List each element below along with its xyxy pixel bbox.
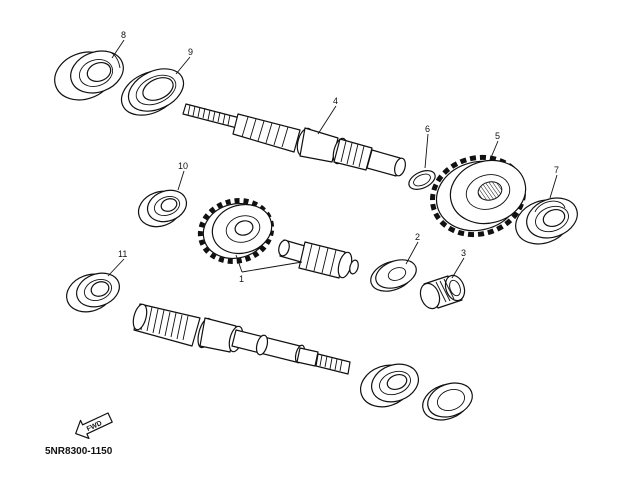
- callout-label-11: 11: [118, 249, 127, 259]
- callout-3: 3: [451, 248, 466, 279]
- drive-axle[interactable]: [131, 303, 351, 375]
- main-axle-4[interactable]: [182, 103, 407, 177]
- oil-seal-lower[interactable]: [418, 377, 477, 426]
- callout-label-6: 6: [425, 124, 430, 134]
- needle-bearing-3[interactable]: [417, 273, 468, 312]
- callout-1: 1: [235, 254, 303, 284]
- callout-label-1: 1: [239, 274, 244, 284]
- callout-2: 2: [405, 232, 420, 265]
- washer-2[interactable]: [367, 255, 421, 297]
- callout-11: 11: [107, 249, 127, 277]
- bearing-lower[interactable]: [355, 358, 424, 414]
- callout-9: 9: [175, 47, 193, 75]
- callout-label-10: 10: [178, 161, 188, 171]
- callout-label-7: 7: [554, 165, 559, 175]
- bearing-11[interactable]: [61, 267, 124, 318]
- circlip-6[interactable]: [406, 167, 438, 193]
- sliding-gear-1[interactable]: [277, 239, 360, 279]
- callout-label-2: 2: [415, 232, 420, 242]
- callout-5: 5: [489, 131, 500, 161]
- callout-4: 4: [317, 96, 338, 135]
- fwd-arrow-icon: FWD: [75, 412, 113, 440]
- callout-label-3: 3: [461, 248, 466, 258]
- callout-6: 6: [424, 124, 430, 169]
- bearing-7[interactable]: [510, 191, 583, 251]
- callout-label-9: 9: [188, 47, 193, 57]
- part-code: 5NR8300-1150: [45, 446, 113, 457]
- callout-label-4: 4: [333, 96, 338, 106]
- callout-10: 10: [177, 161, 188, 191]
- callout-8: 8: [111, 30, 126, 59]
- callout-label-5: 5: [495, 131, 500, 141]
- bearing-8[interactable]: [48, 44, 129, 108]
- gear-1[interactable]: [193, 193, 278, 270]
- gear-5[interactable]: [424, 147, 533, 244]
- callout-label-8: 8: [121, 30, 126, 40]
- callout-7: 7: [549, 165, 559, 199]
- bearing-10[interactable]: [134, 185, 191, 232]
- oil-seal-9[interactable]: [114, 61, 190, 124]
